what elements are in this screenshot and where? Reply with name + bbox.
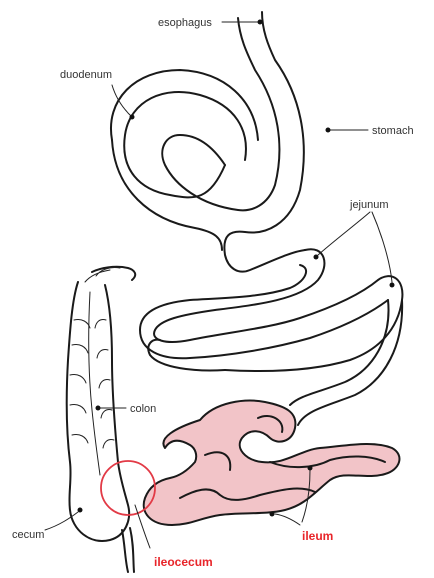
stomach-drawing [111,12,305,272]
jejunum-drawing [140,249,402,425]
ileum-label: ileum [302,529,333,543]
jejunum-label: jejunum [349,199,389,211]
stomach-label: stomach [372,125,414,137]
ileum-drawing [144,401,400,525]
ileocecum-label: ileocecum [154,555,213,569]
colon-label: colon [130,403,156,415]
cecum-label: cecum [12,529,44,541]
esophagus-label: esophagus [158,17,212,29]
duodenum-label: duodenum [60,69,112,81]
colon-drawing [67,267,136,572]
